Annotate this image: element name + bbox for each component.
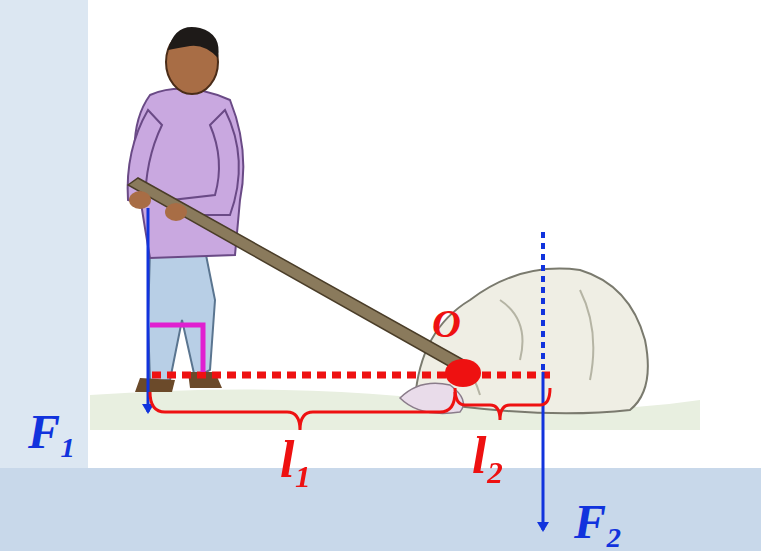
right-angle-mark — [150, 325, 203, 372]
force-arrow — [542, 372, 545, 530]
arm-label: l₂ — [472, 430, 505, 482]
picture-panel — [88, 0, 761, 470]
lever-line — [152, 372, 550, 379]
force-label: F₁ — [28, 408, 77, 456]
force-arrow — [147, 208, 150, 412]
right-arm — [170, 110, 239, 215]
hair — [168, 27, 219, 58]
line-of-action — [541, 232, 545, 372]
crowbar — [128, 178, 478, 378]
hand — [165, 203, 187, 221]
hand — [129, 191, 151, 209]
arm-label: l₁ — [280, 434, 313, 486]
length-brace — [150, 392, 455, 430]
jeans — [148, 250, 215, 382]
fulcrum-label: O — [432, 304, 461, 344]
fulcrum-dot — [445, 359, 481, 387]
bottom-band — [0, 468, 761, 551]
rock-cracks — [440, 290, 593, 395]
length-brace — [455, 388, 550, 420]
force-label: F₂ — [574, 498, 623, 546]
